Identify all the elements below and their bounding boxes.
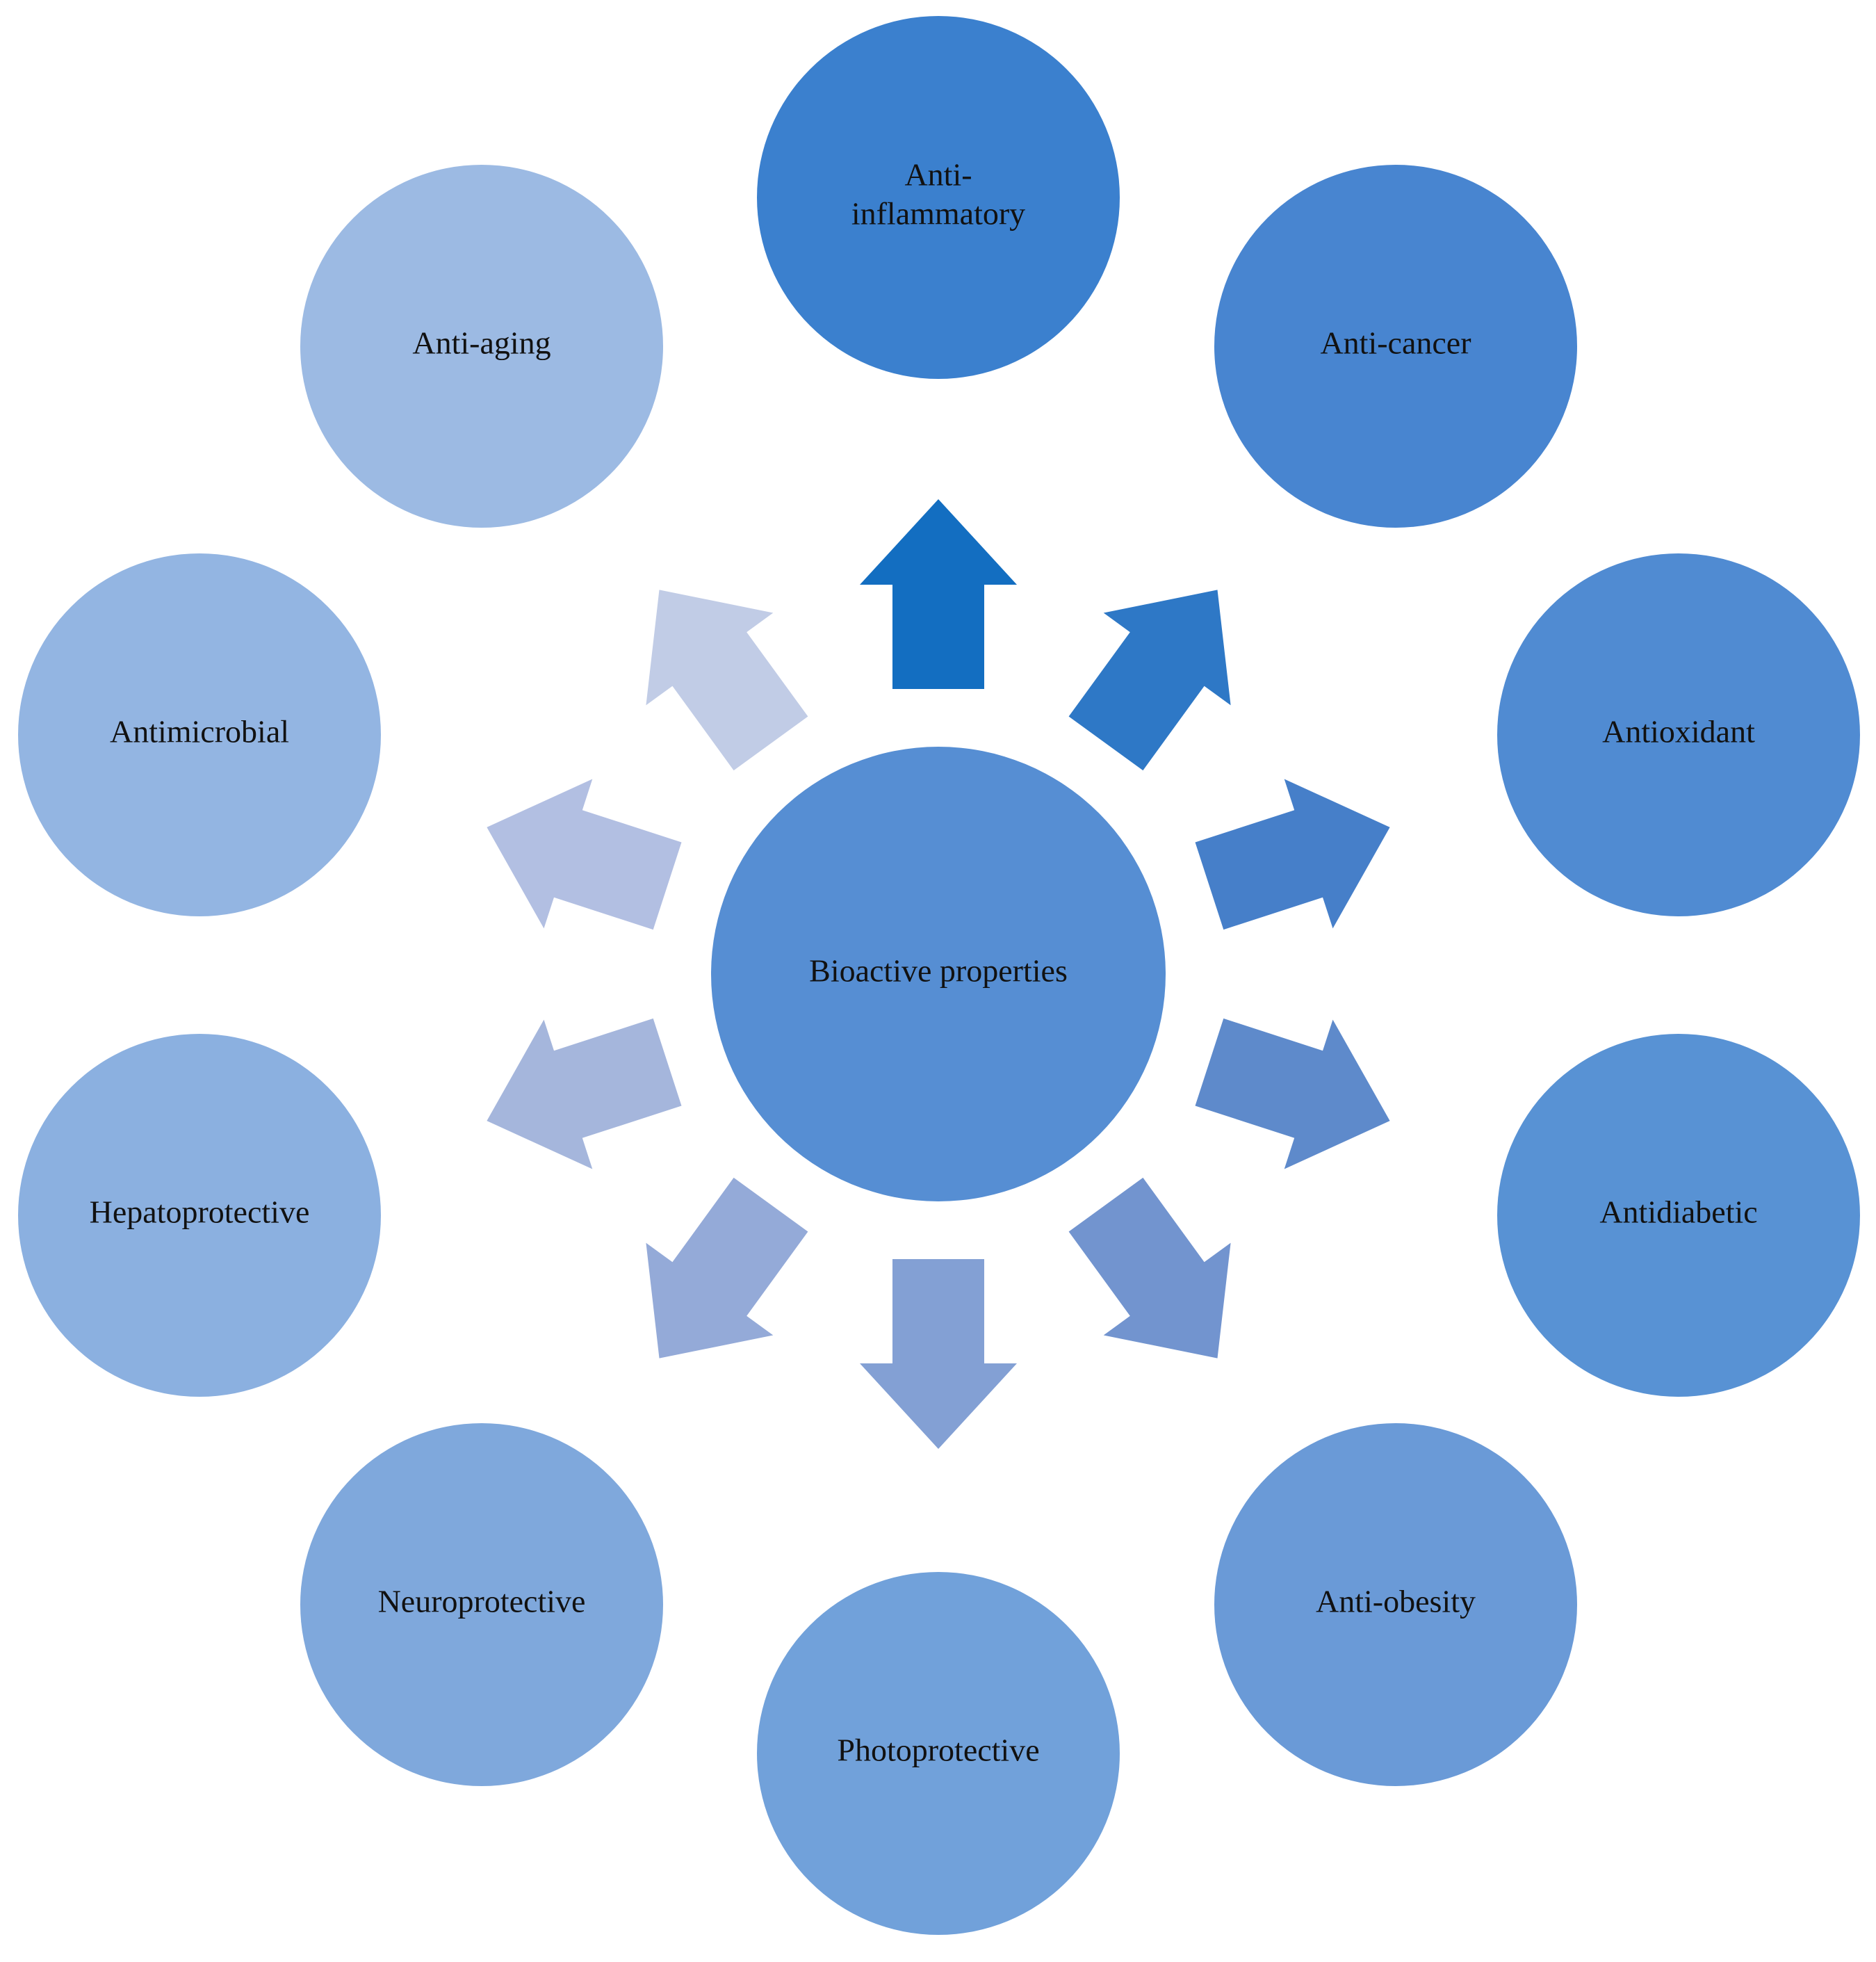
node-label: Hepatoprotective [90,1194,310,1230]
node-10: Anti-aging [300,165,663,528]
arrow-9 [487,779,682,930]
node-circle [300,1423,663,1786]
node-4: Antidiabetic [1497,1034,1860,1397]
arrow-1 [860,499,1017,689]
node-circle [1497,553,1860,916]
arrow-7 [646,1177,808,1359]
node-5: Anti-obesity [1214,1423,1577,1786]
arrow-10 [646,590,808,771]
node-label: Antimicrobial [110,714,289,749]
node-7: Neuroprotective [300,1423,663,1786]
node-2: Anti-cancer [1214,165,1577,528]
node-label: inflammatory [851,196,1025,232]
center-label: Bioactive properties [809,953,1068,989]
node-3: Antioxidant [1497,553,1860,916]
node-circle [1497,1034,1860,1397]
arrow-8 [487,1018,682,1169]
arrow-2 [1068,590,1231,771]
center-node: Bioactive properties [711,747,1166,1201]
arrow-5 [1068,1177,1231,1359]
node-circle [757,16,1120,379]
node-circle [1214,165,1577,528]
nodes-layer: Anti-inflammatoryAnti-cancerAntioxidantA… [18,16,1860,1935]
node-label: Antioxidant [1602,714,1755,749]
node-label: Anti-cancer [1320,325,1471,361]
node-6: Photoprotective [757,1572,1120,1935]
node-circle [18,553,381,916]
node-label: Antidiabetic [1599,1194,1757,1230]
node-label: Anti- [904,157,972,193]
node-circle [18,1034,381,1397]
node-8: Hepatoprotective [18,1034,381,1397]
node-label: Anti-obesity [1316,1584,1476,1619]
node-circle [300,165,663,528]
node-label: Anti-aging [412,325,550,361]
node-circle [1214,1423,1577,1786]
node-1: Anti-inflammatory [757,16,1120,379]
node-circle [757,1572,1120,1935]
arrow-4 [1195,1018,1390,1169]
arrows-layer [487,499,1390,1449]
arrow-6 [860,1259,1017,1449]
node-label: Neuroprotective [378,1584,586,1619]
arrow-3 [1195,779,1390,930]
node-9: Antimicrobial [18,553,381,916]
center-circle [711,747,1166,1201]
node-label: Photoprotective [837,1733,1039,1768]
